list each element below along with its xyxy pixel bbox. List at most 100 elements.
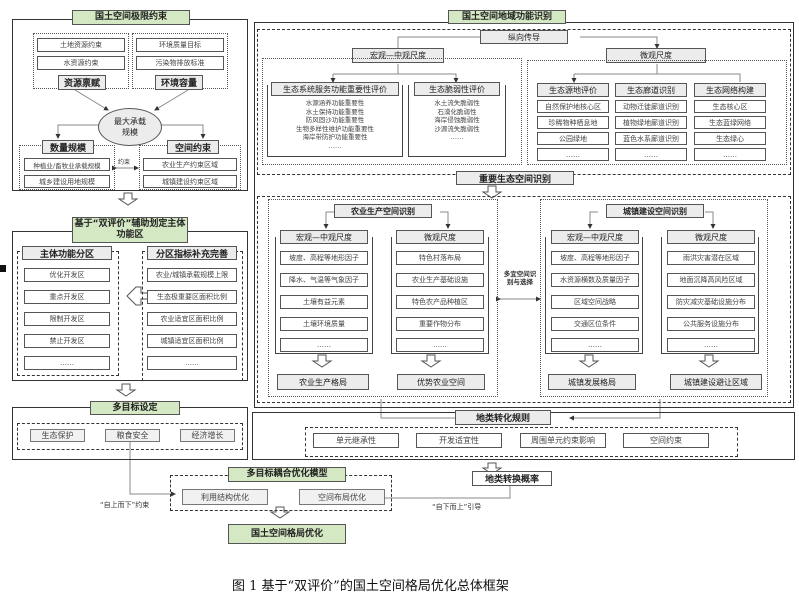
micro-col-item: 植物绿地廊道识别 bbox=[615, 116, 687, 129]
structure-optimization: 利用结构优化 bbox=[182, 489, 268, 505]
agri-title: 农业生产空间识别 bbox=[334, 204, 432, 218]
arrow-micro bbox=[580, 36, 660, 49]
service-item: 防风固沙功能重要性 bbox=[305, 116, 365, 124]
micro-col-item: 生态绿心 bbox=[694, 132, 766, 145]
env-label: 环境容量 bbox=[155, 75, 203, 90]
function-title: 国土空间地域功能识别 bbox=[448, 10, 566, 24]
urban-micro-item: 防灾减灾基础设施分布 bbox=[667, 295, 755, 309]
agri-micro-item: 特色村落布局 bbox=[396, 251, 484, 265]
agri-macro-item: 土壤有益元素 bbox=[280, 295, 368, 309]
env-item: 环境质量目标 bbox=[136, 38, 224, 52]
max-capacity-ellipse: 最大承载规模 bbox=[98, 108, 162, 146]
goals-group bbox=[17, 423, 243, 450]
fragile-item: …… bbox=[450, 133, 464, 141]
result-box: 国土空间格局优化 bbox=[228, 524, 346, 544]
micro-col-item: …… bbox=[615, 148, 687, 161]
main-zone-item: …… bbox=[24, 356, 110, 370]
eco-macro-group bbox=[262, 58, 522, 165]
eco-micro-group bbox=[527, 60, 787, 165]
zones-title: 基于“双评价”辅助划定主体功能区 bbox=[72, 217, 188, 243]
rules-title: 地类转化规则 bbox=[455, 410, 551, 425]
arrow-fragile bbox=[333, 73, 459, 83]
model-title: 多目标耦合优化模型 bbox=[228, 467, 346, 482]
urban-micro-item: …… bbox=[667, 338, 755, 352]
service-item: …… bbox=[328, 141, 342, 150]
micro-col-item: 蓝色水系廊道识别 bbox=[615, 132, 687, 145]
index-item: 农业/城镇承载规模上限 bbox=[147, 268, 237, 282]
agri-group bbox=[268, 199, 498, 397]
index-item: 农业适宜区面积比例 bbox=[147, 312, 237, 326]
index-item: 城镇适宜区面积比例 bbox=[147, 334, 237, 348]
goal-item: 生态保护 bbox=[30, 429, 85, 442]
index-label: 分区指标补充完善 bbox=[147, 246, 237, 260]
resource-item: 水资源约束 bbox=[37, 56, 125, 70]
agri-advantage-space: 优势农业空间 bbox=[397, 374, 485, 390]
line-micro-cols bbox=[574, 73, 741, 82]
micro-col-title: 生态廊道识别 bbox=[615, 83, 687, 97]
micro-col-item: 生态核心区 bbox=[694, 100, 766, 113]
service-item: 水土保持功能重要性 bbox=[305, 107, 365, 116]
resource-item: 土地资源约束 bbox=[37, 38, 125, 52]
micro-col-item: 珍稀物种栖息地 bbox=[537, 116, 609, 129]
fragile-bracket bbox=[408, 85, 506, 157]
urban-macro-label: 宏观—中观尺度 bbox=[551, 230, 639, 244]
fragile-list: 水土流失脆弱性 石漠化脆弱性 海岸侵蚀脆弱性 沙源流失脆弱性 …… bbox=[408, 99, 506, 142]
service-item: 水源涵养功能重要性 bbox=[305, 99, 365, 107]
urban-micro-item: 地面沉降高风险区域 bbox=[667, 273, 755, 287]
multi-suitability-label: 多宜空间识别与选择 bbox=[503, 270, 537, 286]
main-zones-label: 主体功能分区 bbox=[22, 246, 112, 260]
limits-title: 国土空间极限约束 bbox=[72, 10, 190, 25]
layout-optimization: 空间布局优化 bbox=[299, 489, 385, 505]
urban-pattern: 城镇发展格局 bbox=[548, 374, 636, 390]
main-zone-item: 限制开发区 bbox=[24, 312, 110, 326]
goals-title: 多目标设定 bbox=[90, 401, 180, 415]
micro-col-title: 生态源地评价 bbox=[537, 83, 609, 97]
main-zone-item: 优化开发区 bbox=[24, 268, 110, 282]
eco-macro-label: 宏观—中观尺度 bbox=[352, 48, 444, 63]
index-item: 生态极重要区面积比例 bbox=[147, 290, 237, 304]
rule-item: 空间约束 bbox=[623, 433, 709, 448]
urban-macro-item: 区域空间战略 bbox=[551, 295, 639, 309]
main-zone-item: 禁止开发区 bbox=[24, 334, 110, 348]
agri-macro-bracket bbox=[275, 237, 373, 354]
rules-group bbox=[305, 427, 738, 457]
quantity-item: 城乡建设用地规模 bbox=[24, 175, 110, 188]
agri-macro-label: 宏观—中观尺度 bbox=[280, 230, 368, 244]
micro-col-item: …… bbox=[537, 148, 609, 161]
urban-micro-item: 雨洪灾害潜在区域 bbox=[667, 251, 755, 265]
agri-micro-item: 特色农产品种植区 bbox=[396, 295, 484, 309]
urban-title: 城镇建设空间识别 bbox=[606, 204, 704, 218]
service-list: 水源涵养功能重要性 水土保持功能重要性 防风固沙功能重要性 生物多样性维护功能重… bbox=[267, 99, 403, 150]
service-item: 海岸带防护功能重要性 bbox=[302, 133, 368, 141]
spatial-item: 城镇建设约束区域 bbox=[143, 175, 237, 188]
urban-macro-item: …… bbox=[551, 338, 639, 352]
main-zone-item: 重点开发区 bbox=[24, 290, 110, 304]
agri-micro-bracket bbox=[391, 237, 489, 354]
quantity-item: 种植业/畜牧业承载规模 bbox=[24, 158, 110, 171]
goal-item: 经济增长 bbox=[180, 429, 235, 442]
micro-col-item: 生态蓝绿网络 bbox=[694, 116, 766, 129]
vertical-transfer: 纵向传导 bbox=[480, 30, 568, 44]
rule-item: 开发适宜性 bbox=[416, 433, 502, 448]
fragile-item: 水土流失脆弱性 bbox=[434, 99, 480, 107]
env-item: 污染物排放标准 bbox=[136, 56, 224, 70]
eco-micro-label: 微观尺度 bbox=[606, 48, 706, 63]
goal-item: 粮食安全 bbox=[105, 429, 160, 442]
constraint-label: 约束 bbox=[118, 159, 131, 166]
arrow-resource bbox=[74, 89, 109, 111]
rule-item: 周围单元约束影响 bbox=[520, 433, 606, 448]
margin-marker bbox=[0, 265, 6, 272]
agri-pattern: 农业生产格局 bbox=[277, 374, 369, 390]
agri-micro-label: 微观尺度 bbox=[396, 230, 484, 244]
urban-macro-bracket bbox=[545, 237, 643, 354]
fragile-item: 海岸侵蚀脆弱性 bbox=[434, 116, 480, 124]
quantity-label: 数量规模 bbox=[42, 140, 94, 154]
micro-col-item: 动物迁徙廊道识别 bbox=[615, 100, 687, 113]
agri-macro-item: 降水、气温等气象因子 bbox=[280, 273, 368, 287]
arrow-quantity bbox=[55, 124, 102, 139]
bottom-up-label: “自下而上”引导 bbox=[432, 503, 482, 511]
agri-micro-item: …… bbox=[396, 338, 484, 352]
figure-caption: 图 1 基于“双评价”的国土空间格局优化总体框架 bbox=[232, 579, 509, 594]
micro-col-item: …… bbox=[694, 148, 766, 161]
